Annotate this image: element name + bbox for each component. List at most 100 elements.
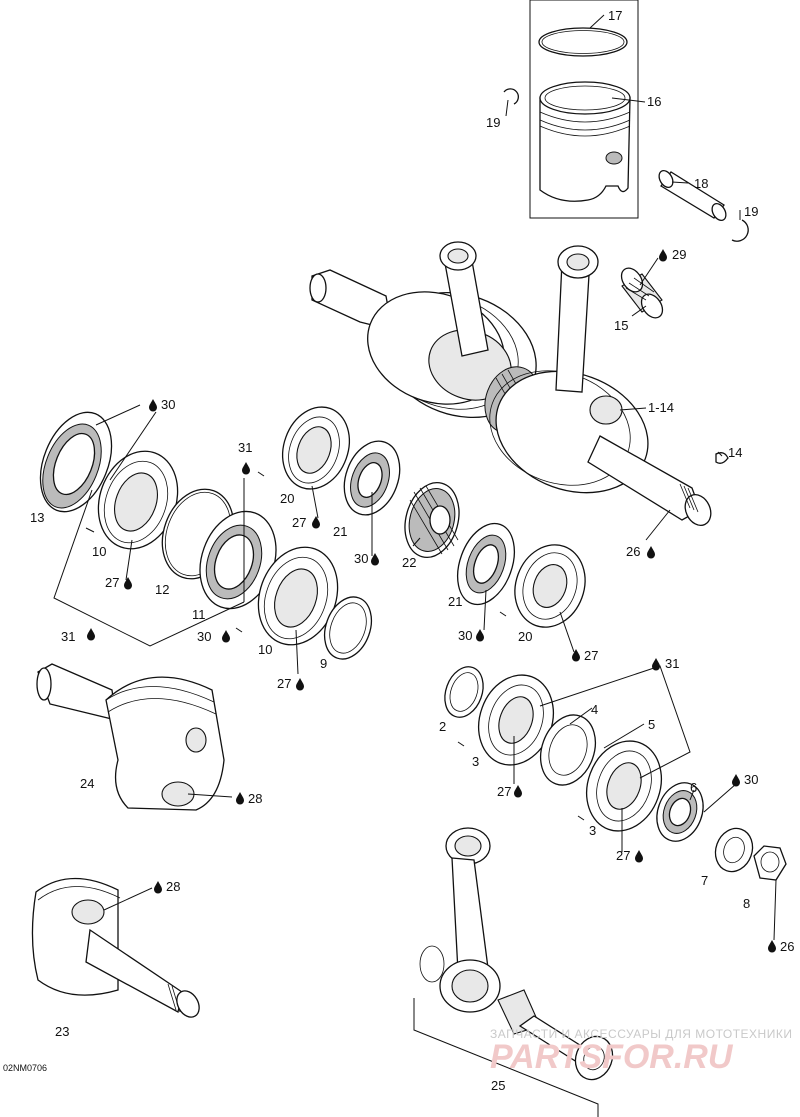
needle-bearing: [620, 267, 664, 319]
callout-20: 20: [280, 491, 294, 506]
woodruff-key: [715, 452, 729, 464]
callout-27: 27: [497, 784, 511, 799]
callout-10: 10: [258, 642, 272, 657]
ball-bearing-3a: [478, 674, 554, 766]
drop-icon: [242, 462, 250, 475]
drop-icon: [768, 940, 776, 953]
drop-icon: [312, 516, 320, 529]
spacer-ring-9: [323, 596, 373, 660]
callout-13: 13: [30, 510, 44, 525]
bracket-25: [413, 998, 599, 1117]
drop-icon: [647, 546, 655, 559]
callout-1-14: 1-14: [648, 400, 674, 415]
oil-seal-21b: [457, 522, 515, 606]
drop-icon: [222, 630, 230, 643]
callout-23: 23: [55, 1024, 69, 1039]
callout-10: 10: [92, 544, 106, 559]
drop-icon: [652, 658, 660, 671]
callout-25: 25: [491, 1078, 505, 1093]
callout-26: 26: [780, 939, 794, 954]
drop-icon: [236, 792, 244, 805]
callout-11: 11: [192, 607, 206, 622]
piston-ring: [538, 27, 628, 57]
callout-31: 31: [665, 656, 679, 671]
oil-seal-11: [199, 510, 277, 610]
callout-26: 26: [626, 544, 640, 559]
callout-30: 30: [354, 551, 368, 566]
drop-icon: [659, 249, 667, 262]
callout-19: 19: [486, 115, 500, 130]
callout-30: 30: [161, 397, 175, 412]
oil-seal-21a: [343, 440, 401, 516]
callout-7: 7: [701, 873, 708, 888]
callout-31: 31: [238, 440, 252, 455]
callout-27: 27: [616, 848, 630, 863]
washer-7: [714, 827, 754, 873]
shim-ring-2: [444, 666, 484, 718]
crankshaft-assembly: [309, 241, 712, 527]
callout-29: 29: [672, 247, 686, 262]
callout-12: 12: [155, 582, 169, 597]
callout-27: 27: [105, 575, 119, 590]
callout-28: 28: [248, 791, 262, 806]
callout-30: 30: [744, 772, 758, 787]
drop-icon: [296, 678, 304, 691]
ball-bearing-3b: [586, 740, 662, 832]
ball-bearing-20a: [282, 406, 350, 490]
callout-30: 30: [197, 629, 211, 644]
ball-bearing-10a: [97, 450, 179, 550]
callout-9: 9: [320, 656, 327, 671]
callout-3: 3: [589, 823, 596, 838]
watermark-line2: PARTSFOR.RU: [490, 1038, 734, 1076]
connecting-rod-25: [419, 827, 614, 1081]
watermark-line1: ЗАПЧАСТИ И АКСЕССУАРЫ ДЛЯ МОТОТЕХНИКИ: [490, 1027, 792, 1041]
callout-31: 31: [61, 629, 75, 644]
piston: [539, 81, 631, 202]
nut-8: [753, 845, 787, 881]
piston-pin: [658, 169, 727, 222]
drop-icon: [87, 628, 95, 641]
callout-30: 30: [458, 628, 472, 643]
callout-4: 4: [591, 702, 598, 717]
callout-8: 8: [743, 896, 750, 911]
callout-24: 24: [80, 776, 94, 791]
crank-half-23: [31, 877, 200, 1018]
callout-5: 5: [648, 717, 655, 732]
callout-2: 2: [439, 719, 446, 734]
callout-21: 21: [333, 524, 347, 539]
callout-6: 6: [690, 780, 697, 795]
drop-icon: [732, 774, 740, 787]
callout-3: 3: [472, 754, 479, 769]
callout-19: 19: [744, 204, 758, 219]
watermark: ЗАПЧАСТИ И АКСЕССУАРЫ ДЛЯ МОТОТЕХНИКИ PA…: [490, 1027, 792, 1076]
callout-15: 15: [614, 318, 628, 333]
crank-half-24: [36, 663, 225, 811]
drop-icon: [514, 785, 522, 798]
callout-17: 17: [608, 8, 622, 23]
piston-kit-box: [503, 0, 639, 219]
locating-pins: [235, 471, 585, 821]
circlip-right: [731, 219, 749, 242]
leader-lines: [53, 14, 777, 941]
callout-27: 27: [277, 676, 291, 691]
callout-27: 27: [292, 515, 306, 530]
callout-21: 21: [448, 594, 462, 609]
drop-icon: [635, 850, 643, 863]
drop-icon: [124, 577, 132, 590]
drop-icon: [149, 399, 157, 412]
ball-bearing-20b: [514, 544, 586, 628]
callout-27: 27: [584, 648, 598, 663]
drop-icon: [476, 629, 484, 642]
oil-seal-13: [39, 411, 113, 513]
callout-16: 16: [647, 94, 661, 109]
drop-icon: [154, 881, 162, 894]
callout-labels: 17 16 19 18 19 29 15 1-14 14 26 30 13 10…: [30, 8, 794, 1093]
callout-14: 14: [728, 445, 742, 460]
oil-seal-4: [539, 714, 597, 786]
callout-18: 18: [694, 176, 708, 191]
callout-20: 20: [518, 629, 532, 644]
diagram-code: 02NM0706: [3, 1063, 47, 1073]
callout-22: 22: [402, 555, 416, 570]
drive-gear: [404, 482, 460, 558]
